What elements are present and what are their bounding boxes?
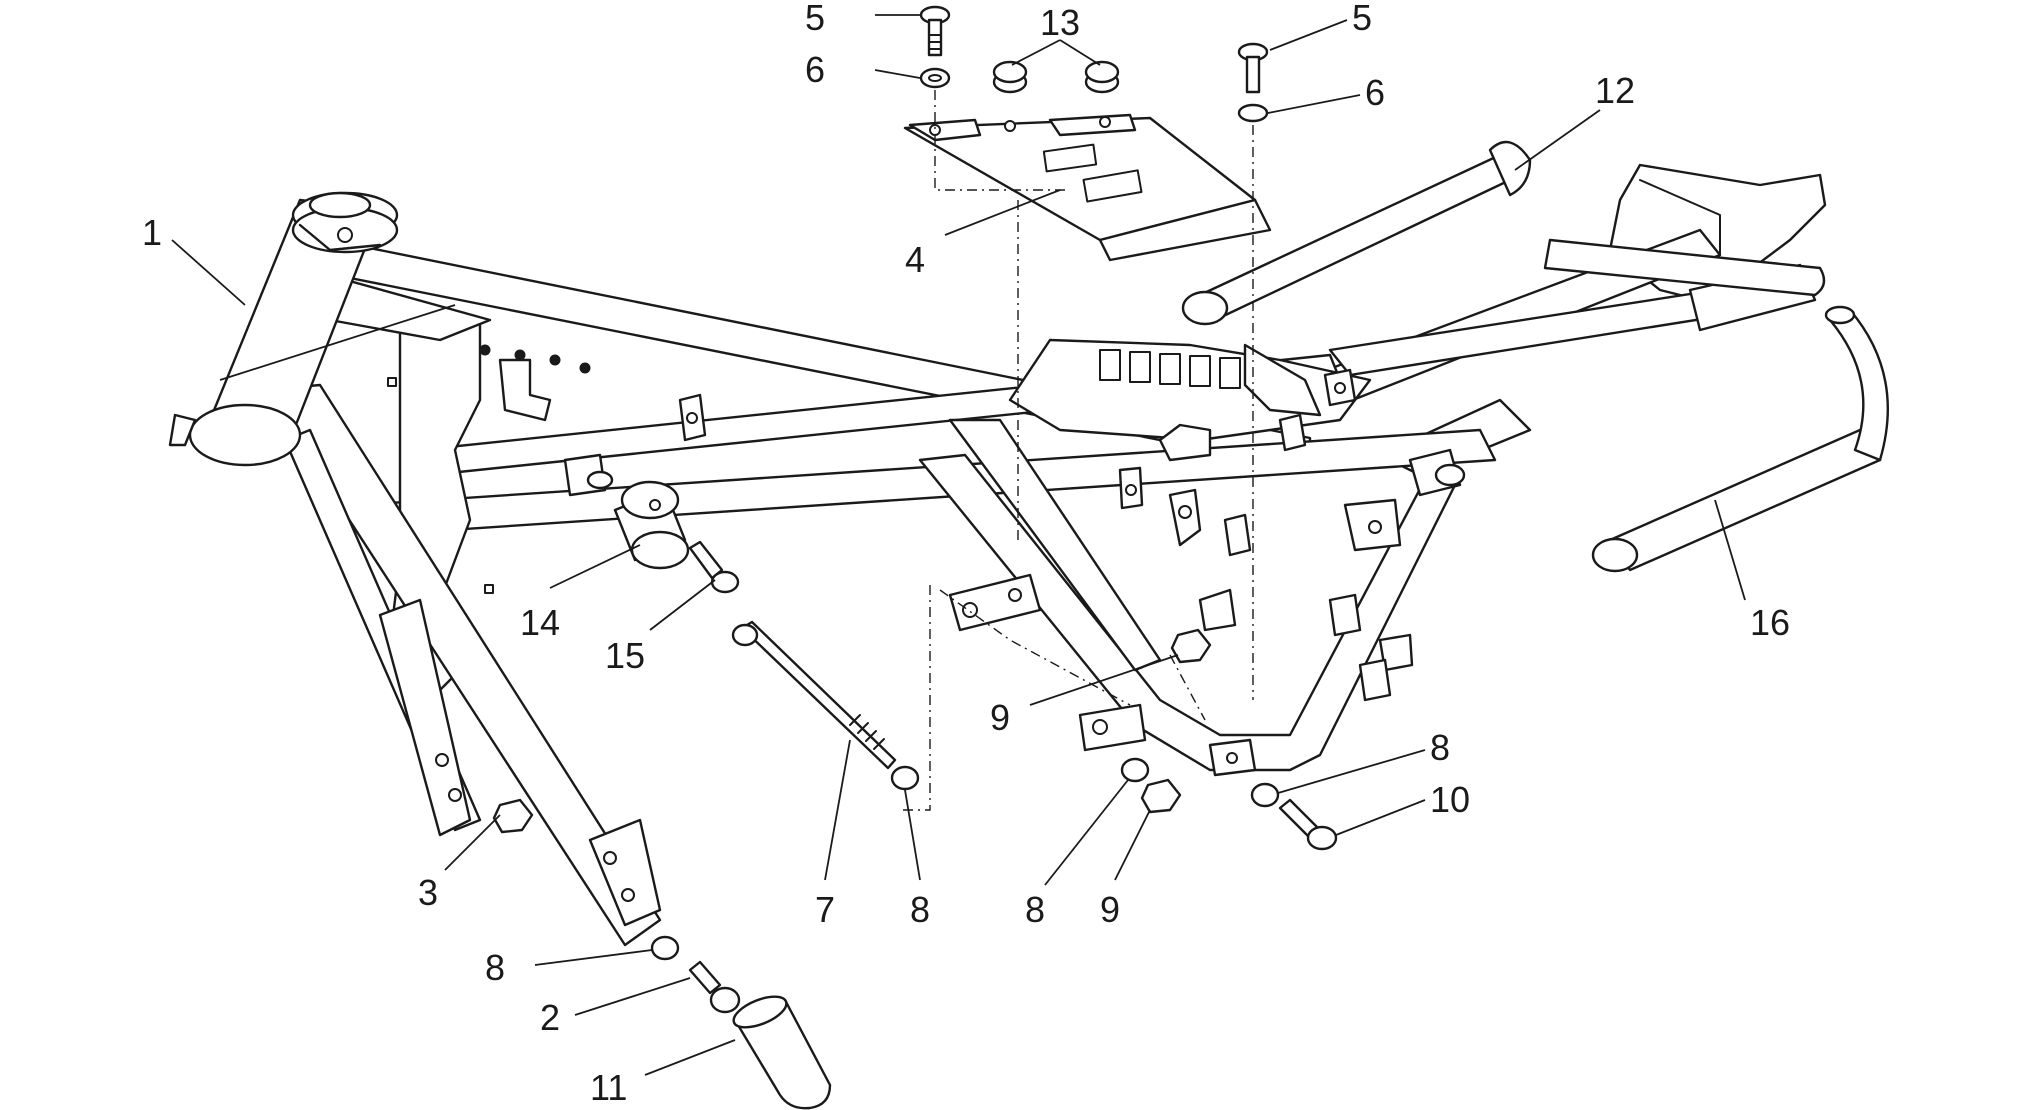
part-12-rear-grab-tube (1181, 140, 1532, 326)
part-8-washer-left (650, 935, 680, 961)
front-plate-studs (387, 344, 591, 594)
part-4-battery-tray (903, 113, 1272, 262)
part-15-bolt (688, 540, 740, 594)
plate-slots (1099, 349, 1241, 389)
assembly-lines (900, 90, 1254, 811)
callout-8-right: 8 (1430, 727, 1450, 768)
part-8-washer-right (1250, 782, 1280, 808)
steering-head (168, 191, 399, 467)
part-6-washer-right (1237, 103, 1269, 123)
lower-engine-bracket (948, 573, 1042, 632)
part-8-washer-center (890, 765, 920, 791)
callout-10: 10 (1430, 779, 1470, 820)
callout-5-left: 5 (805, 0, 825, 38)
callout-1: 1 (142, 212, 162, 253)
hardware (492, 5, 1338, 1110)
frame-tabs (498, 358, 1414, 702)
callout-4: 4 (905, 239, 925, 280)
part-9-nut-lower (1140, 778, 1182, 814)
part-5-bolt-left (919, 5, 951, 57)
callout-8-center: 8 (910, 889, 930, 930)
callout-5-right: 5 (1352, 0, 1372, 38)
leader-lines (171, 14, 1746, 1076)
part-11-end-cap (732, 995, 832, 1110)
part-13-grommets (992, 60, 1120, 94)
part-10-bolt (1278, 798, 1338, 851)
callout-2: 2 (540, 997, 560, 1038)
part-14-rubber-mount (613, 480, 690, 570)
part-16-rear-lower-tube (1591, 305, 1890, 573)
main-frame (168, 163, 1827, 947)
callout-labels: 1 2 3 4 5 5 6 6 7 8 8 8 8 9 9 10 11 12 1… (142, 0, 1790, 1108)
callout-14: 14 (520, 602, 560, 643)
callout-7: 7 (815, 889, 835, 930)
callout-15: 15 (605, 635, 645, 676)
part-3-nut (492, 798, 534, 834)
callout-12: 12 (1595, 70, 1635, 111)
callout-3: 3 (418, 872, 438, 913)
part-7-long-bolt (731, 620, 897, 770)
callout-16: 16 (1750, 602, 1790, 643)
callout-13: 13 (1040, 2, 1080, 43)
cradle-inner-rail (948, 418, 1162, 672)
callout-9-upper: 9 (990, 697, 1010, 738)
callout-6-left: 6 (805, 49, 825, 90)
callout-11: 11 (590, 1067, 627, 1108)
part-5-bolt-right (1237, 42, 1269, 94)
callout-8-lower-mid: 8 (1025, 889, 1045, 930)
rear-top-crossbar (1543, 238, 1826, 297)
callout-6-right: 6 (1365, 72, 1385, 113)
callout-9-lower: 9 (1100, 889, 1120, 930)
part-8-washer-lower-mid (1120, 757, 1150, 783)
part-2-bolt (688, 960, 741, 1014)
front-lower-bracket (378, 598, 472, 837)
part-9-nut-upper (1170, 628, 1212, 664)
callout-8-left: 8 (485, 947, 505, 988)
